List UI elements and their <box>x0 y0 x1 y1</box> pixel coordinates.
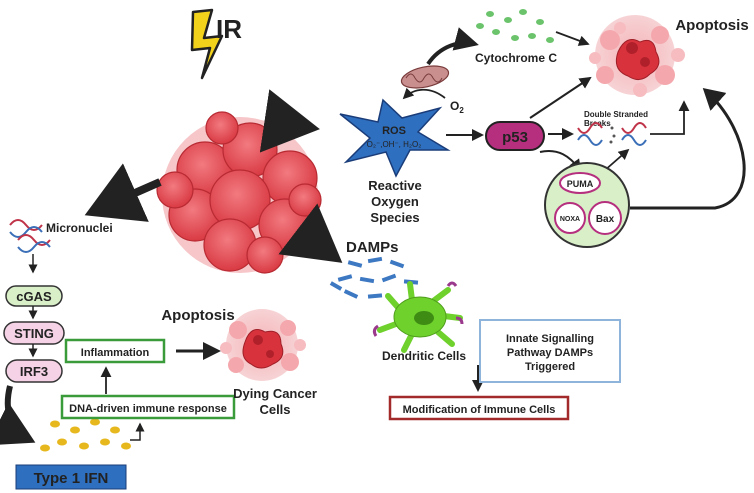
arrow-cytochrome-to-apoptosis <box>555 31 590 46</box>
arrow-tumor-to-damps <box>278 203 343 263</box>
mitochondrion-icon <box>400 65 450 89</box>
dsb-label-line1: Double Stranded <box>584 110 648 119</box>
arrow-tumor-to-micronuclei <box>84 163 162 222</box>
p53-node <box>485 121 545 151</box>
damps-label: DAMPs <box>346 239 399 256</box>
o2-label: O2 <box>450 99 464 115</box>
micronuclei-dna-icon <box>9 219 51 253</box>
noxa-label: NOXA <box>560 216 580 223</box>
arrow-o2-to-ros <box>402 87 446 100</box>
innate-line2: Pathway DAMPs <box>507 347 593 359</box>
innate-signalling-box <box>479 319 621 383</box>
puma-node <box>559 172 601 194</box>
dying-cells-line2: Cells <box>259 402 290 417</box>
ros-caption-line2: Oxygen <box>371 194 419 209</box>
ir-label: IR <box>216 14 242 44</box>
dna-break-icon <box>577 122 647 146</box>
arrow-ifn-to-dna-response <box>130 422 145 441</box>
ros-title: ROS <box>382 125 406 137</box>
modification-label: Modification of Immune Cells <box>403 404 556 416</box>
inflammation-box <box>64 338 166 364</box>
cgas-label: cGAS <box>16 289 52 304</box>
ros-formula: O₂⁻,OH⁻, H₂O₂ <box>367 140 422 149</box>
type1-ifn-label: Type 1 IFN <box>34 470 109 487</box>
inflammation-label: Inflammation <box>81 347 150 359</box>
ros-caption-line3: Species <box>370 210 419 225</box>
puma-label: PUMA <box>567 179 594 189</box>
apoptotic-cell-top-icon <box>589 15 685 97</box>
arrow-tumor-to-ros <box>259 89 320 153</box>
ros-star <box>339 98 451 178</box>
damps-particles <box>329 256 419 299</box>
arrow-dsb-to-apoptosis <box>650 100 690 135</box>
apoptotic-cell-mid-icon <box>220 309 306 381</box>
cytochrome-label: Cytochrome C <box>475 51 557 65</box>
arrow-p53-to-apoptosis <box>529 76 592 119</box>
sting-node <box>3 321 65 345</box>
irf3-node <box>5 359 63 383</box>
irf3-label: IRF3 <box>20 364 48 379</box>
p53-label: p53 <box>502 129 528 146</box>
tumor-cluster-icon <box>156 111 322 274</box>
micronuclei-label: Micronuclei <box>46 221 113 235</box>
ifn-dots <box>40 418 131 452</box>
bax-label: Bax <box>596 214 615 225</box>
sting-label: STING <box>14 326 54 341</box>
arrow-bcl2-to-apoptosis <box>630 88 746 210</box>
lightning-icon <box>190 8 224 80</box>
dendritic-cell-icon <box>372 281 464 353</box>
dendritic-label: Dendritic Cells <box>382 349 466 363</box>
noxa-node <box>554 202 586 234</box>
ros-caption-line1: Reactive <box>368 178 421 193</box>
apoptosis-mid-label: Apoptosis <box>161 307 234 324</box>
arrow-irf3-to-ifn <box>0 385 36 446</box>
modification-box <box>388 395 570 421</box>
cgas-node <box>5 285 63 307</box>
type1-ifn-box <box>15 464 127 490</box>
innate-line1: Innate Signalling <box>506 333 594 345</box>
dying-cells-line1: Dying Cancer <box>233 386 317 401</box>
dna-immune-box <box>60 394 236 420</box>
apoptosis-top-label: Apoptosis <box>675 17 748 34</box>
cytochrome-dots <box>476 9 554 43</box>
dna-immune-label: DNA-driven immune response <box>69 403 227 415</box>
innate-line3: Triggered <box>525 361 575 373</box>
arrow-mito-to-cytochrome <box>426 27 479 66</box>
bax-node <box>588 201 622 235</box>
